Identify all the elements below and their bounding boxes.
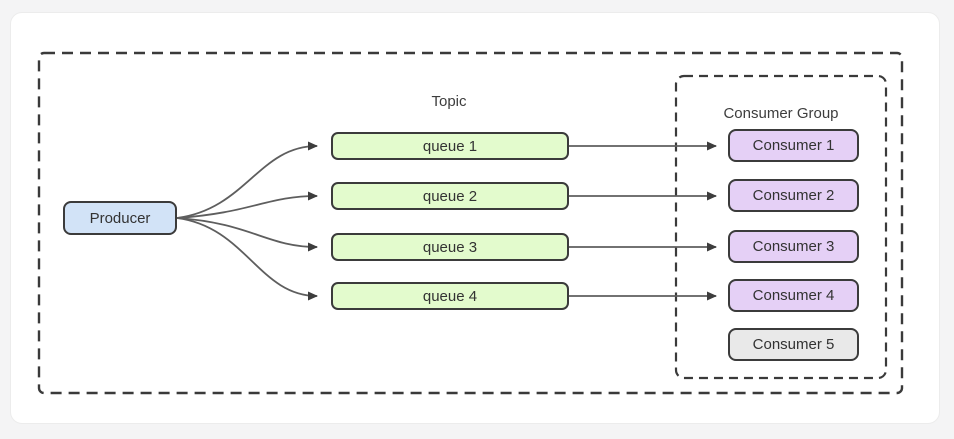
topic-label: Topic bbox=[431, 93, 467, 110]
diagram-card: Topic Consumer Group Producer queue 1 qu… bbox=[10, 12, 940, 424]
queue-node-2: queue 2 bbox=[331, 182, 569, 210]
consumer-group-label: Consumer Group bbox=[723, 105, 839, 122]
arrow-producer-to-queue-3 bbox=[176, 217, 318, 252]
system-boundary-border bbox=[37, 51, 904, 395]
producer-node: Producer bbox=[63, 201, 177, 235]
consumer-node-4: Consumer 4 bbox=[728, 279, 859, 312]
arrow-producer-to-queue-1 bbox=[176, 141, 318, 219]
consumer-node-5-idle: Consumer 5 bbox=[728, 328, 859, 361]
arrow-producer-to-queue-2 bbox=[176, 191, 318, 219]
diagram-lines-layer bbox=[37, 51, 904, 395]
queue-node-3: queue 3 bbox=[331, 233, 569, 261]
consumer-node-2: Consumer 2 bbox=[728, 179, 859, 212]
arrow-producer-to-queue-4 bbox=[176, 217, 318, 301]
queue-node-1: queue 1 bbox=[331, 132, 569, 160]
consumer-node-1: Consumer 1 bbox=[728, 129, 859, 162]
consumer-node-3: Consumer 3 bbox=[728, 230, 859, 263]
consumer-group-border bbox=[674, 74, 888, 380]
queue-node-4: queue 4 bbox=[331, 282, 569, 310]
